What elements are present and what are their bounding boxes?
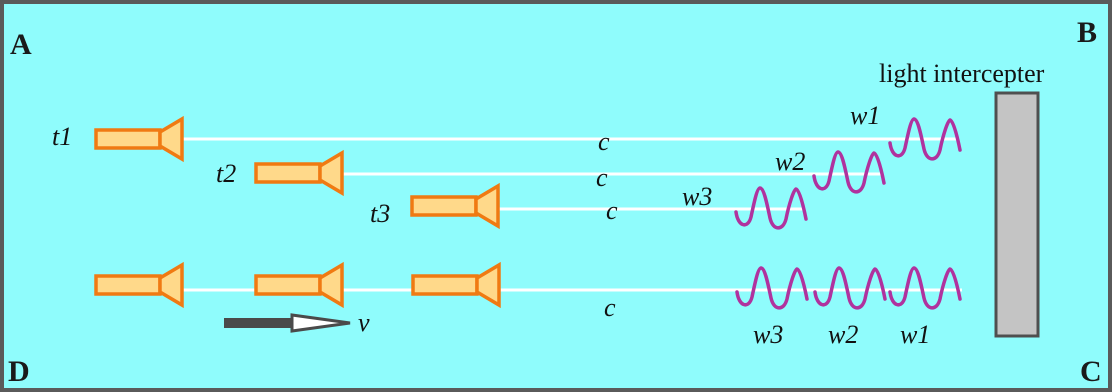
velocity-arrow: [224, 313, 351, 333]
wave-label-w3-top: w3: [682, 182, 712, 211]
corner-label-b: B: [1077, 16, 1097, 49]
velocity-label: v: [358, 308, 370, 337]
wave-label-w3-bottom: w3: [753, 320, 783, 349]
wave-label-w2-bottom: w2: [828, 320, 858, 349]
corner-label-d: D: [8, 355, 30, 388]
corner-label-a: A: [10, 28, 32, 61]
speed-label-1: c: [598, 127, 610, 156]
light-intercepter: [994, 91, 1040, 338]
speed-label-4: c: [604, 293, 616, 322]
emitter-label-t3: t3: [370, 199, 390, 228]
emitter-label-t2: t2: [216, 159, 236, 188]
wave-label-w1-bottom: w1: [900, 320, 930, 349]
corner-label-c: C: [1080, 355, 1102, 388]
speed-label-3: c: [606, 196, 618, 225]
intercepter-label: light intercepter: [879, 59, 1045, 88]
emitter-label-t1: t1: [52, 122, 72, 151]
wave-label-w2-top: w2: [775, 147, 805, 176]
wave-label-w1-top: w1: [850, 101, 880, 130]
speed-label-2: c: [596, 163, 608, 192]
